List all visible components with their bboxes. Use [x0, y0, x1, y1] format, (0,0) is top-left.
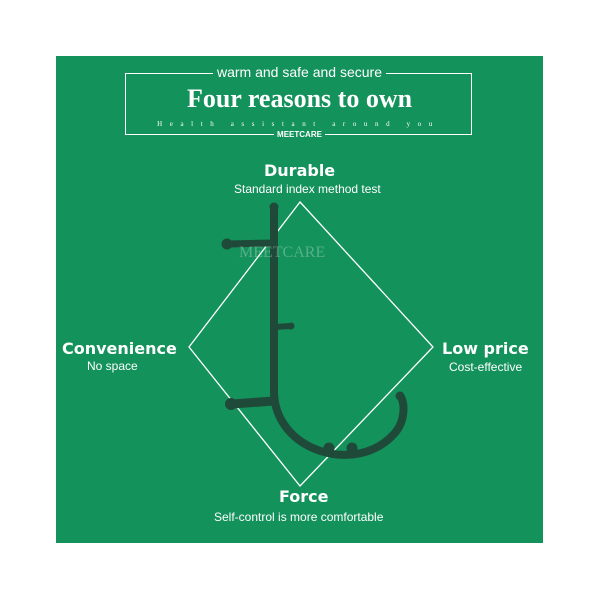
reason-right-title: Low price [442, 339, 529, 358]
green-panel: warm and safe and secure Four reasons to… [56, 56, 543, 543]
reason-bottom-title: Force [279, 487, 329, 506]
reason-top-title: Durable [264, 161, 336, 180]
reason-left-subtitle: No space [87, 359, 138, 373]
header-brand: MEETCARE [56, 130, 543, 140]
massage-hook-tool-image [221, 202, 408, 459]
product-diagram [188, 200, 434, 487]
header-title: Four reasons to own [186, 84, 413, 113]
reason-right-subtitle: Cost-effective [449, 360, 523, 374]
reason-bottom-subtitle: Self-control is more comfortable [214, 510, 384, 524]
watermark-text: MEETCARE [239, 244, 326, 261]
header-tagline: warm and safe and secure [56, 64, 543, 80]
reason-top-subtitle: Standard index method test [234, 182, 381, 196]
diamond-outline [188, 200, 434, 487]
header-subtitle: Health assistant around you [157, 120, 440, 128]
reason-left-title: Convenience [62, 339, 177, 358]
